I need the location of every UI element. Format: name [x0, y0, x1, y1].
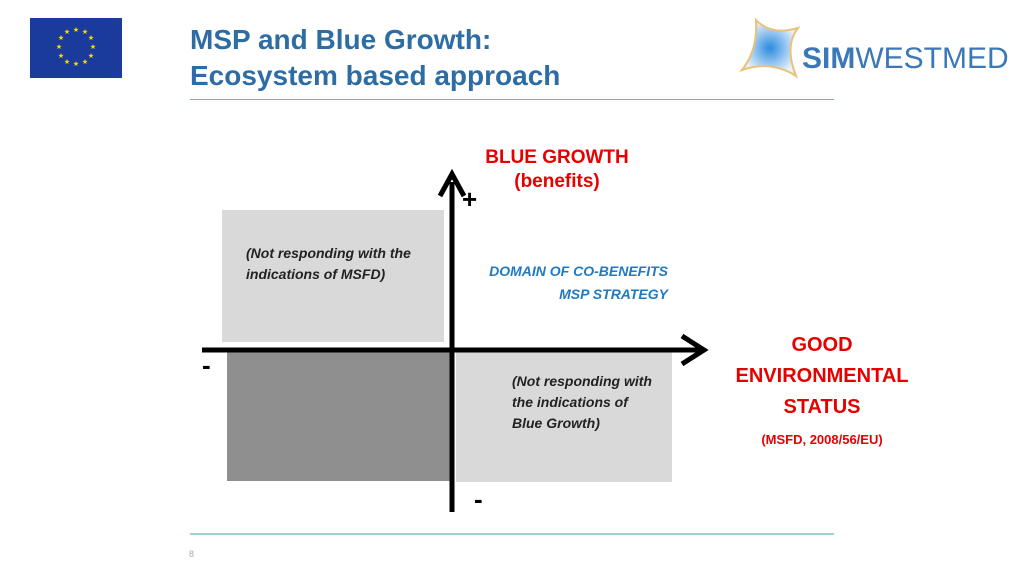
bottom-right-line-3: Blue Growth)	[512, 415, 600, 431]
bottom-right-line-1: (Not responding with	[512, 373, 652, 389]
y-axis-label: BLUE GROWTH (benefits)	[462, 146, 652, 194]
y-axis-arrow	[437, 168, 467, 198]
co-benefits-line-1: DOMAIN OF CO-BENEFITS	[489, 263, 668, 279]
x-axis-label-3: STATUS	[783, 396, 861, 418]
top-left-line-1: (Not responding with the	[246, 245, 411, 261]
minus-sign-y: -	[474, 484, 483, 514]
logo-bold: SIM	[802, 42, 856, 75]
svg-text:★: ★	[73, 60, 79, 68]
x-axis-label-1: GOOD	[791, 334, 853, 356]
svg-text:★: ★	[58, 52, 64, 60]
page-number: 8	[189, 549, 195, 559]
minus-sign-x: -	[202, 350, 211, 380]
svg-text:★: ★	[82, 58, 88, 66]
simwestmed-star-icon	[738, 16, 804, 87]
header-divider	[190, 99, 834, 100]
title-line-1: MSP and Blue Growth:	[190, 24, 492, 55]
x-axis-arrow	[680, 333, 709, 367]
x-axis-label-2: ENVIRONMENTAL	[735, 365, 909, 387]
svg-text:★: ★	[73, 26, 79, 34]
bottom-right-line-2: the indications of	[512, 394, 628, 410]
simwestmed-logo: SIMWESTMED	[802, 42, 1009, 76]
svg-text:★: ★	[88, 52, 94, 60]
svg-text:★: ★	[64, 28, 70, 36]
svg-text:★: ★	[58, 34, 64, 42]
svg-text:★: ★	[64, 58, 70, 66]
x-axis-reference: (MSFD, 2008/56/EU)	[761, 432, 883, 447]
co-benefits-text: DOMAIN OF CO-BENEFITS MSP STRATEGY	[460, 260, 668, 306]
svg-text:★: ★	[82, 28, 88, 36]
y-axis-label-2: (benefits)	[514, 171, 600, 192]
quadrant-bottom-left	[227, 352, 452, 481]
eu-flag-logo: ★★★★★★★★★★★★	[30, 18, 122, 78]
bottom-right-text: (Not responding with the indications of …	[512, 371, 652, 434]
quadrant-top-left	[222, 210, 444, 342]
plus-sign: +	[462, 184, 478, 214]
y-axis-label-1: BLUE GROWTH	[485, 147, 629, 168]
top-left-text: (Not responding with the indications of …	[246, 243, 411, 285]
x-axis-label: GOOD ENVIRONMENTAL STATUS (MSFD, 2008/56…	[712, 330, 932, 457]
svg-text:★: ★	[90, 43, 96, 51]
top-left-line-2: indications of MSFD)	[246, 266, 386, 282]
logo-light: WESTMED	[855, 42, 1009, 75]
quadrant-bottom-right	[456, 352, 672, 482]
co-benefits-line-2: MSP STRATEGY	[559, 286, 668, 302]
page-title: MSP and Blue Growth: Ecosystem based app…	[190, 22, 560, 94]
title-line-2: Ecosystem based approach	[190, 60, 561, 91]
svg-text:★: ★	[88, 34, 94, 42]
svg-text:★: ★	[56, 43, 62, 51]
footer-divider	[190, 533, 834, 535]
